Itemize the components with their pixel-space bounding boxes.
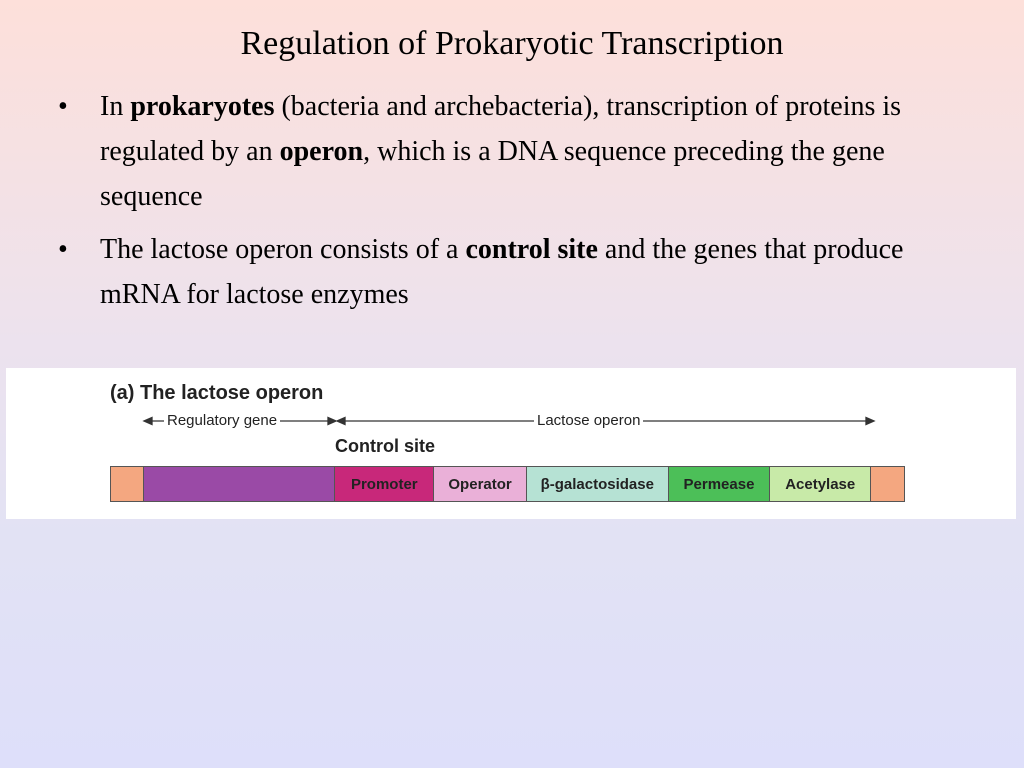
text-run: , which is a DNA sequence preceding the … (100, 136, 885, 212)
gene-bar: Promoter Operator β-galactosidase Permea… (110, 466, 905, 502)
figure-title: (a) The lactose operon (110, 382, 324, 404)
regulatory-gene-label: Regulatory gene (164, 412, 281, 430)
bullet-list: • In prokaryotes (bacteria and archebact… (56, 84, 986, 325)
bullet-text: In prokaryotes (bacteria and archebacter… (100, 91, 901, 212)
regulatory-arrow-left-head (142, 416, 153, 426)
gene-segment-permease: Permease (668, 467, 771, 501)
lactose-operon-figure: (a) The lactose operon Regulatory gene L… (6, 368, 1016, 519)
gene-segment-beta-galactosidase: β-galactosidase (526, 467, 669, 501)
text-run: In (100, 91, 131, 122)
gene-segment-end-right (871, 467, 905, 501)
text-run-bold: control site (465, 234, 598, 265)
gene-segment-acetylase: Acetylase (770, 467, 872, 501)
bullet-item: • The lactose operon consists of a contr… (56, 227, 986, 317)
control-site-label: Control site (335, 436, 436, 456)
text-run: and the genes that produce mRNA for lact… (100, 234, 904, 310)
bullet-marker: • (58, 234, 68, 265)
text-run: The lactose operon consists of a (100, 234, 466, 265)
regulatory-arrow-right-head (327, 416, 338, 426)
text-run-bold: operon (279, 136, 364, 167)
gene-segment-end-left (111, 467, 144, 501)
operon-arrow-right-head (865, 416, 876, 426)
slide-title: Regulation of Prokaryotic Transcription (240, 25, 784, 62)
bullet-marker: • (58, 91, 68, 122)
gene-segment-promoter: Promoter (335, 467, 435, 501)
bullet-text: The lactose operon consists of a control… (100, 234, 903, 310)
lactose-operon-label: Lactose operon (534, 412, 644, 430)
gene-segment-regulatory (143, 467, 336, 501)
text-run-bold: prokaryotes (130, 91, 275, 122)
operon-arrow-left-head (335, 416, 346, 426)
gene-segment-operator: Operator (434, 467, 527, 501)
text-run: (bacteria and archebacteria), transcript… (100, 91, 902, 167)
bullet-item: • In prokaryotes (bacteria and archebact… (56, 84, 986, 219)
